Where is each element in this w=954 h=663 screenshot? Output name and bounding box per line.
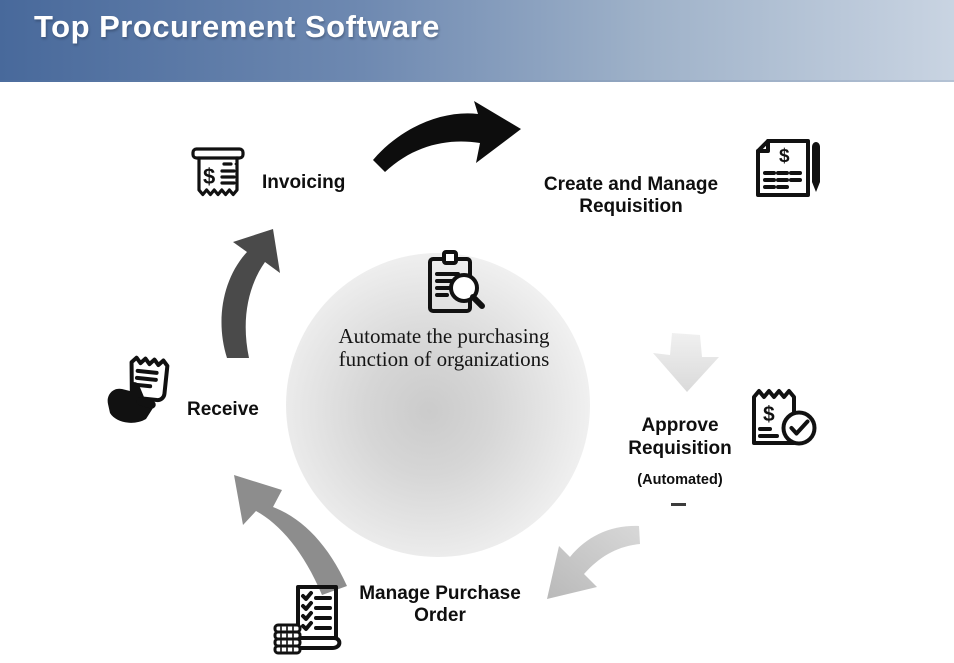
svg-text:$: $ (763, 403, 775, 426)
step-label-approve-line1: Approve (641, 415, 719, 436)
step-label-create-requisition: Create and Manage Requisition (522, 174, 740, 218)
step-label-approve-line2: Requisition (628, 438, 732, 459)
center-circle: Automate the purchasing function of orga… (286, 250, 590, 557)
center-caption-line2: function of organizations (338, 347, 550, 371)
step-label-invoicing: Invoicing (262, 172, 346, 193)
hand-receiving-receipt-icon (106, 352, 186, 426)
center-caption: Automate the purchasing function of orga… (294, 325, 594, 371)
header-band: Top Procurement Software (0, 0, 954, 82)
receipt-approved-check-icon: $ (746, 385, 820, 453)
svg-text:$: $ (779, 146, 790, 167)
step-label-manage-line1: Manage Purchase (359, 583, 521, 604)
arrow-invoicing-to-create (372, 100, 522, 180)
clipboard-magnifier-icon (420, 249, 488, 319)
arrow-create-to-approve (648, 332, 730, 394)
arrow-approve-to-manage (545, 523, 640, 611)
step-label-manage-line2: Order (414, 605, 466, 626)
center-caption-line1: Automate the purchasing (338, 324, 550, 348)
svg-text:$: $ (203, 164, 215, 189)
step-label-manage-purchase-order: Manage Purchase Order (342, 583, 538, 627)
step-label-create-line1: Create and Manage (543, 174, 719, 195)
purchase-order-checklist-coins-icon (272, 584, 348, 656)
requisition-document-pen-icon: $ (748, 138, 824, 198)
arrow-manage-to-receive (228, 462, 353, 600)
arrow-receive-to-invoicing (203, 228, 288, 358)
page-title: Top Procurement Software (34, 9, 440, 44)
step-label-automated-note: (Automated) (637, 472, 723, 488)
step-label-receive: Receive (187, 399, 259, 420)
step-label-approve-requisition: Approve Requisition (Automated) (610, 414, 750, 492)
invoice-receipt-icon: $ (190, 143, 246, 201)
header-divider (0, 80, 954, 82)
step-label-create-line2: Requisition (579, 196, 683, 217)
approve-dash-mark (671, 503, 686, 506)
